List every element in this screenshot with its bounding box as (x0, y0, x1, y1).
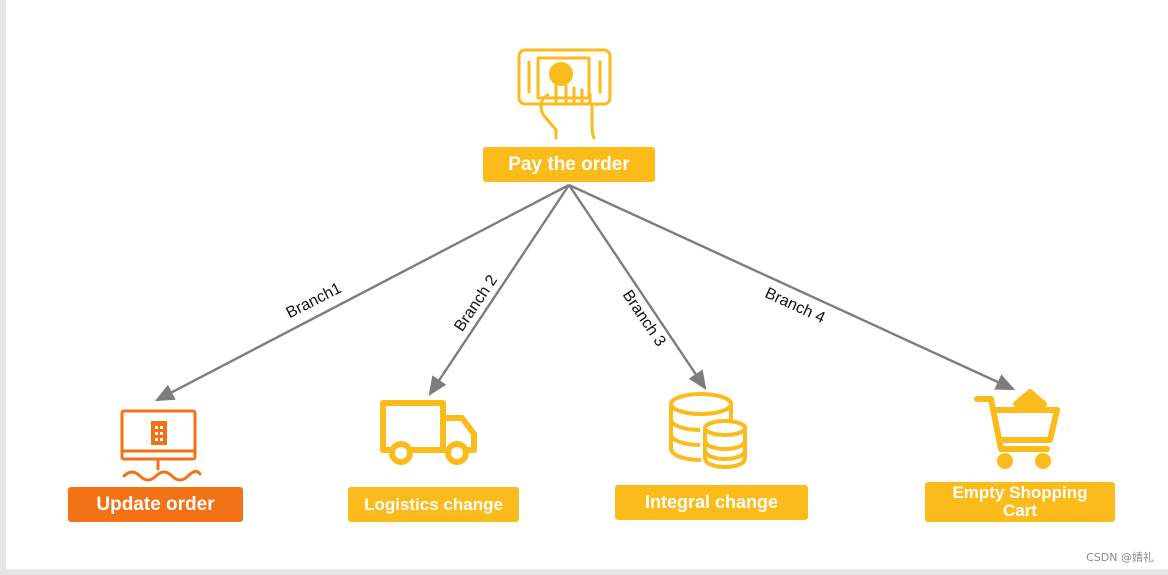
monitor-icon (120, 409, 202, 482)
shopping-cart-icon (974, 389, 1060, 469)
csdn-watermark: CSDN @婧礼 (1086, 551, 1154, 564)
logistics-change-node: Logistics change (348, 487, 519, 522)
frame-border-left (0, 0, 6, 575)
branch-4-connector (568, 183, 1016, 391)
branch-2-connector (428, 184, 570, 396)
branch-3-connector (568, 184, 707, 390)
branch-1-label: Branch1 (284, 280, 345, 322)
root-node-pay-the-order: Pay the order (483, 147, 655, 182)
update-order-node: Update order (68, 487, 243, 522)
coins-icon (669, 392, 747, 469)
empty-shopping-cart-node: Empty Shopping Cart (925, 482, 1115, 522)
frame-border-bottom (0, 569, 1168, 575)
branch-1-connector (154, 183, 570, 402)
mobile-payment-icon (517, 48, 612, 140)
truck-icon (380, 400, 477, 465)
integral-change-node: Integral change (615, 485, 808, 520)
branch-4-label: Branch 4 (762, 285, 827, 327)
